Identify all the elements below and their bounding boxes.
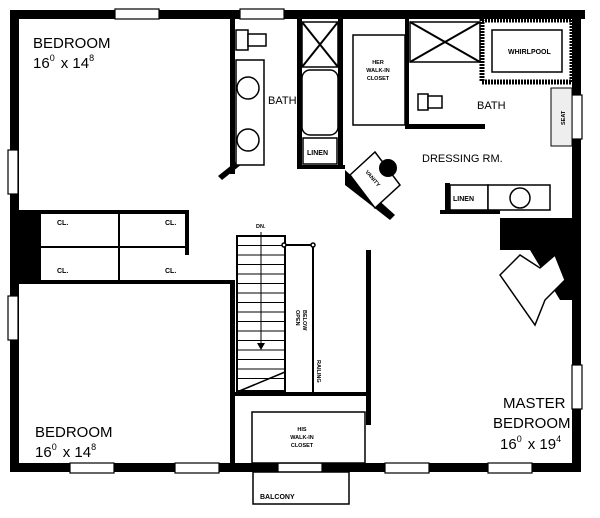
svg-text:BEDROOM: BEDROOM — [33, 35, 111, 52]
railing — [281, 242, 316, 392]
bath-label: BATH — [268, 95, 297, 107]
windows — [7, 8, 583, 474]
closet-label: CL. — [165, 268, 176, 275]
seat-label: SEAT — [561, 110, 567, 125]
his-closet — [251, 411, 366, 464]
svg-text:MASTER: MASTER — [503, 395, 566, 412]
svg-text:CLOSET: CLOSET — [291, 443, 314, 449]
svg-text:OPEN: OPEN — [294, 310, 300, 326]
svg-text:WALK-IN: WALK-IN — [366, 68, 390, 74]
svg-text:BELOW: BELOW — [301, 310, 307, 331]
arrow-down-icon — [257, 343, 265, 350]
master-bath-label: BATH — [477, 100, 506, 112]
svg-text:BEDROOM: BEDROOM — [493, 415, 571, 432]
balcony[interactable] — [252, 471, 350, 505]
her-closet-label: HER WALK-IN CLOSET — [366, 60, 390, 82]
linen-label: LINEN — [307, 150, 328, 157]
linen-label-2: LINEN — [453, 196, 474, 203]
svg-text:BEDROOM: BEDROOM — [35, 424, 113, 441]
fixtures — [235, 17, 575, 327]
svg-text:CLOSET: CLOSET — [367, 76, 390, 82]
stair-break-line — [236, 371, 286, 393]
closet-label: CL. — [57, 220, 68, 227]
his-closet-label: HIS WALK-IN CLOSET — [290, 427, 314, 449]
open-below-label: OPEN BELOW — [294, 310, 307, 331]
stair-down-label: DN. — [256, 224, 266, 230]
staircase[interactable] — [236, 232, 286, 393]
whirlpool-label: WHIRLPOOL — [508, 49, 551, 56]
balcony-label: BALCONY — [260, 494, 295, 501]
closet-label: CL. — [57, 268, 68, 275]
railing-label: RAILING — [315, 360, 321, 383]
svg-text:HIS: HIS — [297, 427, 307, 433]
dressing-room-label: DRESSING RM. — [422, 153, 503, 165]
svg-text:HER: HER — [372, 60, 384, 66]
closet-label: CL. — [165, 220, 176, 227]
svg-text:WALK-IN: WALK-IN — [290, 435, 314, 441]
